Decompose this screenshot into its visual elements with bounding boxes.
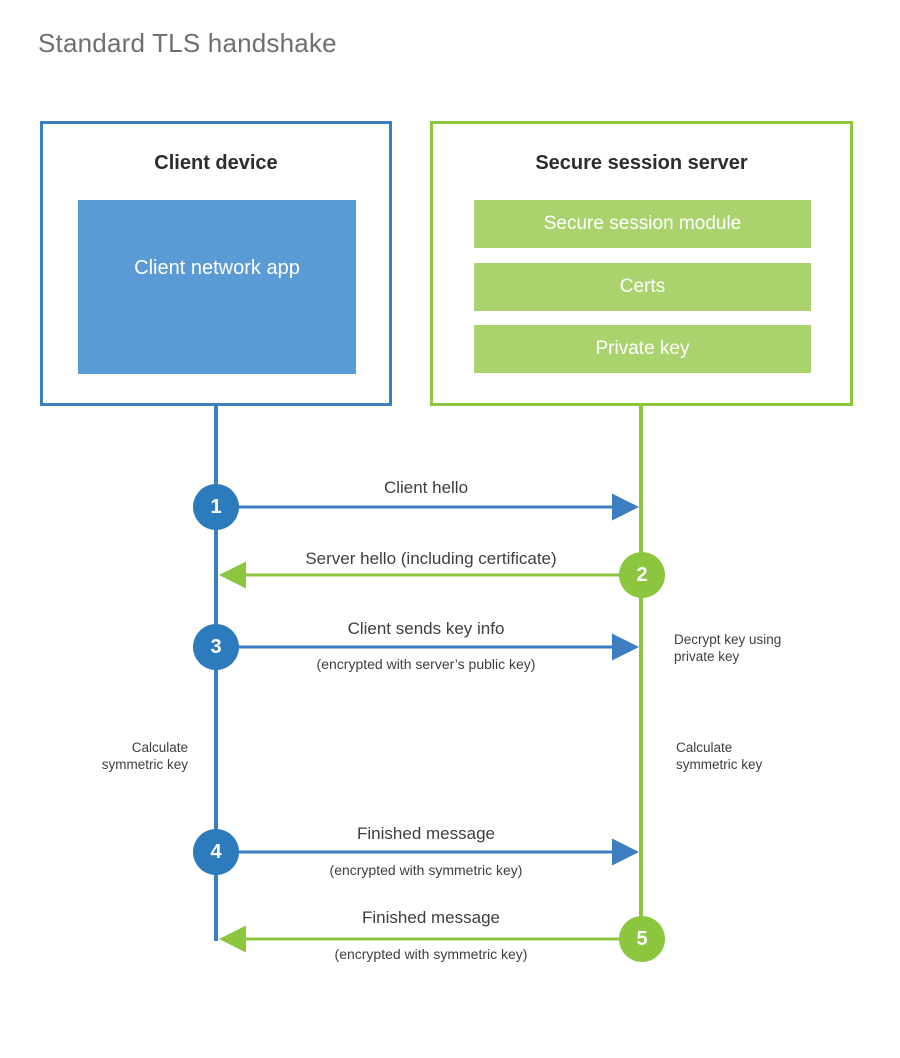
client-network-app-block: Client network app: [78, 200, 356, 374]
server-lifeline: [639, 406, 643, 941]
note-client-calculate-symmetric-key: Calculate symmetric key: [101, 740, 188, 772]
server-component-certs: Certs: [474, 263, 811, 311]
client-lifeline: [214, 406, 218, 941]
label-step-1-main: Client hello: [383, 478, 469, 497]
secure-session-server-box: Secure session server Secure session mod…: [430, 121, 853, 406]
client-device-box: Client device Client network app: [40, 121, 392, 406]
label-step-4-main: Finished message: [357, 824, 495, 843]
note-decrypt-key: Decrypt key using private key: [674, 632, 782, 664]
step-marker-4[interactable]: 4: [193, 829, 239, 875]
label-step-4-sub: (encrypted with symmetric key): [329, 862, 523, 878]
step-marker-1[interactable]: 1: [193, 484, 239, 530]
step-marker-5[interactable]: 5: [619, 916, 665, 962]
label-step-3-sub: (encrypted with server’s public key): [316, 656, 536, 672]
server-component-secure-session-module: Secure session module: [474, 200, 811, 248]
step-marker-3[interactable]: 3: [193, 624, 239, 670]
page-title: Standard TLS handshake: [38, 28, 337, 58]
client-device-title: Client device: [154, 152, 278, 174]
note-server-calculate-symmetric-key: Calculate symmetric key: [676, 740, 763, 772]
label-step-5-main: Finished message: [362, 908, 500, 927]
label-step-2-main: Server hello (including certificate): [305, 549, 557, 568]
secure-session-server-title: Secure session server: [535, 152, 748, 174]
server-component-private-key: Private key: [474, 325, 811, 373]
label-step-5-sub: (encrypted with symmetric key): [334, 946, 528, 962]
step-marker-2[interactable]: 2: [619, 552, 665, 598]
label-step-3-main: Client sends key info: [347, 619, 505, 638]
